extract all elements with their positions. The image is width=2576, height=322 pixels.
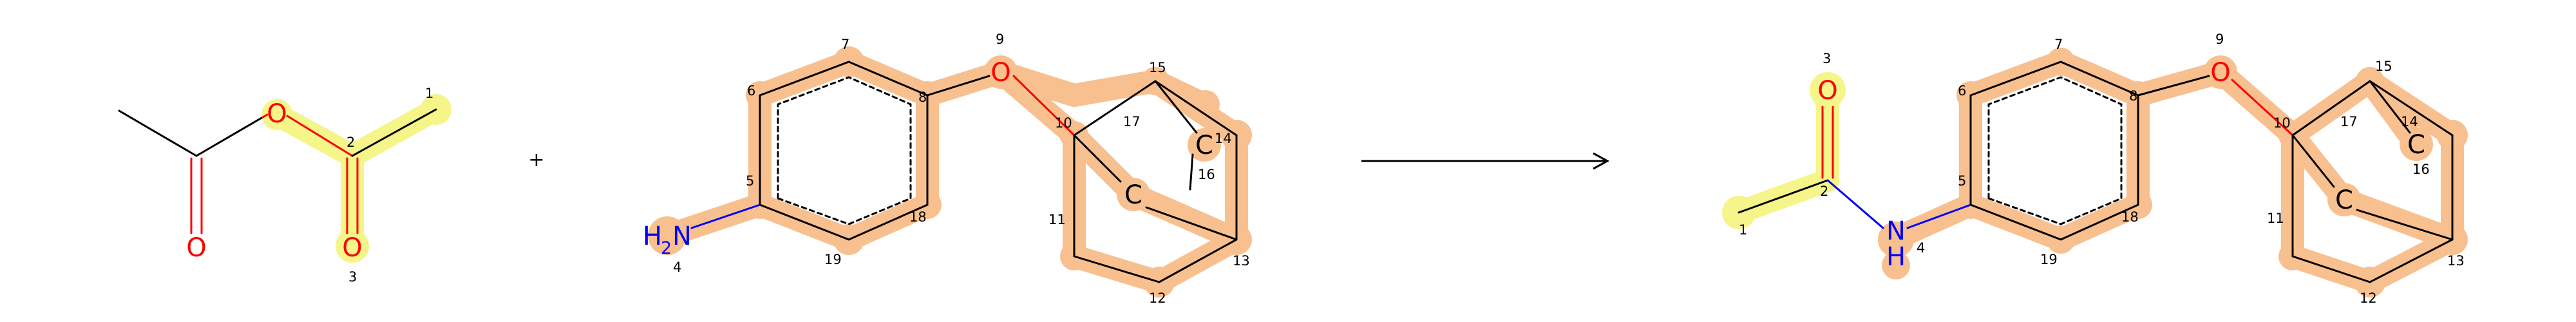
atom-carbon-16: C	[2407, 130, 2425, 160]
atom-oxygen-carbonyl: O	[186, 233, 206, 263]
svg-text:4: 4	[673, 260, 681, 275]
svg-text:17: 17	[1123, 114, 1141, 129]
atom-oxygen-carbonyl-mapped: O	[342, 233, 362, 263]
svg-text:8: 8	[2129, 88, 2137, 104]
svg-text:13: 13	[2447, 253, 2465, 269]
svg-text:13: 13	[1233, 253, 1250, 269]
atom-oxygen-ether: O	[990, 58, 1010, 88]
atom-oxygen-bridge: O	[267, 99, 287, 129]
svg-text:14: 14	[2401, 114, 2418, 129]
svg-text:10: 10	[2273, 115, 2291, 131]
svg-text:11: 11	[1048, 212, 1066, 227]
atom-nitrogen-amide: N	[1886, 216, 1906, 246]
reaction-arrow	[1361, 152, 1610, 170]
svg-text:12: 12	[1149, 290, 1166, 306]
svg-text:10: 10	[1055, 115, 1072, 131]
atom-carbon-17: C	[1124, 180, 1142, 210]
svg-text:15: 15	[2375, 59, 2392, 74]
svg-text:18: 18	[909, 209, 927, 225]
svg-text:4: 4	[1917, 240, 1925, 256]
svg-text:19: 19	[824, 252, 842, 267]
svg-text:1: 1	[1739, 222, 1747, 238]
svg-text:15: 15	[1149, 60, 1166, 75]
svg-text:2: 2	[1820, 184, 1828, 199]
reactant-2-bonds	[690, 61, 1238, 283]
svg-text:5: 5	[1958, 173, 1966, 189]
svg-text:19: 19	[2040, 252, 2058, 267]
svg-text:6: 6	[1958, 83, 1966, 99]
svg-text:H: H	[643, 222, 662, 251]
svg-text:14: 14	[1215, 131, 1232, 146]
svg-text:8: 8	[918, 90, 927, 105]
svg-text:9: 9	[2215, 32, 2224, 47]
product: O N H O C C 1 2 3 4 5 6 7 8 9 10 11 12 1…	[1722, 32, 2468, 306]
svg-text:9: 9	[996, 32, 1004, 47]
atom-carbon-16: C	[1195, 131, 1213, 160]
svg-text:5: 5	[746, 173, 754, 189]
product-map-numbers: 1 2 3 4 5 6 7 8 9 10 11 12 13 14 15 16 1…	[1739, 32, 2465, 306]
map-number: 2	[346, 135, 355, 150]
svg-text:16: 16	[1198, 167, 1215, 182]
atom-hydrogen-amide: H	[1886, 242, 1906, 272]
atom-oxygen-carbonyl: O	[1817, 76, 1837, 106]
product-bonds	[1738, 61, 2454, 283]
map-number: 3	[348, 269, 357, 285]
svg-text:17: 17	[2340, 114, 2358, 129]
svg-text:2: 2	[661, 238, 672, 258]
reactant-1-bonds	[118, 108, 437, 234]
svg-text:7: 7	[2054, 37, 2063, 52]
reactant-1-acetic-anhydride: O O O 1 2 3	[118, 86, 451, 285]
reactant-2-map-numbers: 4 5 6 7 8 9 10 11 12 13 14 15 16 17 18 1…	[673, 32, 1250, 306]
svg-text:6: 6	[747, 83, 755, 99]
svg-text:11: 11	[2267, 211, 2284, 226]
atom-oxygen-ether: O	[2210, 58, 2230, 88]
svg-text:N: N	[672, 222, 692, 251]
atom-amine-nh2: H 2 N	[643, 222, 692, 258]
map-number: 1	[425, 86, 433, 101]
svg-text:3: 3	[1823, 51, 1831, 66]
atom-carbon-17: C	[2335, 185, 2353, 215]
svg-text:16: 16	[2412, 162, 2430, 177]
reactant-2: H 2 N O C C 4 5 6 7 8 9 10 11 12 13 14 1…	[643, 32, 1252, 306]
svg-text:7: 7	[841, 37, 849, 52]
svg-text:18: 18	[2121, 209, 2139, 225]
svg-text:12: 12	[2360, 290, 2377, 306]
plus-sign: +	[528, 149, 544, 171]
